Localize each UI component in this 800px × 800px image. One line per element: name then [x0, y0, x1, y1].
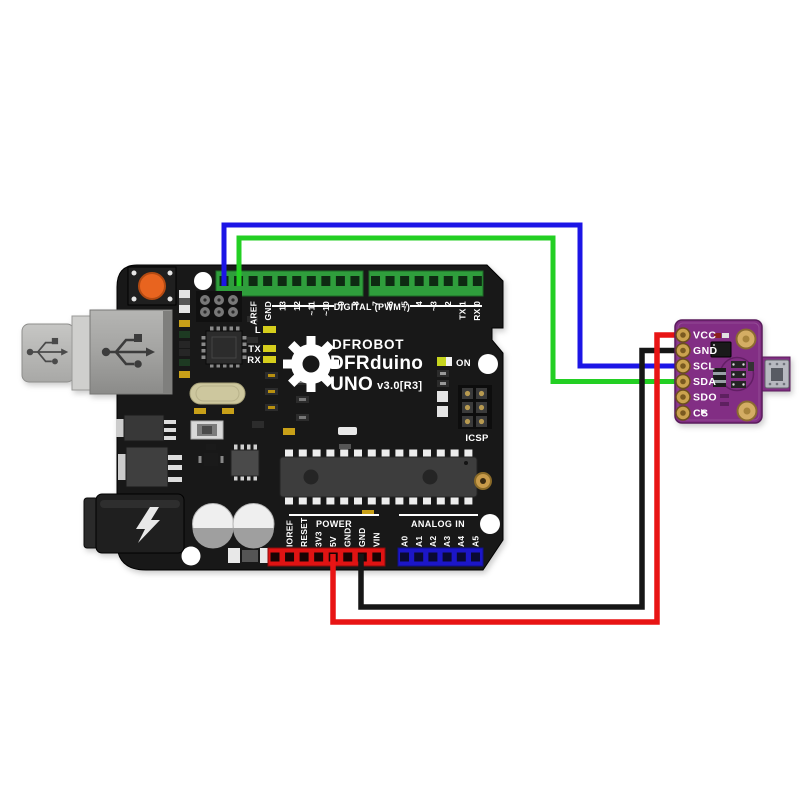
wire-green-sda	[236, 235, 678, 384]
digital-pin-label: GND	[263, 301, 273, 321]
analog-header	[397, 547, 484, 567]
sensor-smd-components	[701, 333, 755, 415]
digital-pin-label: 13	[278, 301, 288, 311]
power-pin-label: GND	[343, 528, 353, 548]
usb-plug-collar	[71, 315, 93, 391]
power-jack	[83, 493, 185, 554]
smd-near-icsp	[437, 370, 449, 417]
rx-led	[263, 356, 276, 363]
digital-pin-label: ~3	[429, 301, 439, 311]
led-label-l: L	[255, 325, 261, 336]
analog-pin-label: A0	[400, 536, 410, 547]
digital-pin-labels: AREF GND 13 12 ~11 ~10 ~9 8 7 ~6 ~5 4 ~3…	[249, 301, 483, 325]
jumper-wires	[221, 222, 678, 625]
power-pin-label: RESET	[299, 517, 309, 547]
white-smd	[338, 427, 357, 435]
power-pin-label: GND	[357, 528, 367, 548]
digital-pin-label: ~5	[400, 301, 410, 311]
analog-pin-label: A4	[456, 536, 466, 547]
on-label: ON	[456, 358, 471, 369]
board-series: UNO v3.0[R3]	[330, 374, 422, 395]
digital-pin-label: 2	[443, 301, 453, 306]
sensor-pin-label-vcc: VCC	[693, 330, 716, 342]
tx-led	[263, 345, 276, 352]
digital-pin-label: ~10	[321, 301, 331, 316]
icsp-header	[458, 385, 492, 429]
analog-pin-label: A3	[442, 536, 452, 547]
sensor-pins	[675, 327, 691, 421]
sensor-pin-label-sdo: SDO	[693, 392, 717, 404]
board-series-name: UNO	[330, 374, 373, 395]
usb-socket-edge	[163, 311, 172, 393]
digital-pin-label: ~9	[336, 301, 346, 311]
gold-via-hole	[480, 478, 486, 484]
analog-pin-label: A5	[471, 536, 481, 547]
wire-black-gnd	[358, 347, 678, 610]
smd-components-left	[179, 290, 190, 378]
sensor-pin-label-cs: CS	[693, 408, 708, 420]
sensor-pin-label-scl: SCL	[693, 361, 715, 373]
voltage-regulator-large	[118, 446, 182, 488]
digital-pin-label: 4	[414, 301, 424, 306]
wire-red-5v	[330, 332, 678, 625]
smd-pad-columns	[265, 372, 309, 435]
digital-pin-label: 7	[371, 301, 381, 306]
wire-blue-scl	[221, 222, 678, 369]
sensor-pin-label-sda: SDA	[693, 376, 716, 388]
board-revision: v3.0[R3]	[377, 380, 422, 392]
gray-smd	[339, 444, 351, 449]
usb-trident-icon	[101, 334, 155, 368]
analog-pin-label: A2	[428, 536, 438, 547]
sensor-module: VCC GND SCL SDA SDO CS	[674, 319, 791, 424]
power-pin-label: VIN	[372, 532, 382, 547]
voltage-regulator-small	[116, 414, 176, 442]
power-pin-label: IOREF	[285, 520, 295, 547]
analog-pin-label: A1	[414, 536, 424, 547]
dfrobot-gear-logo	[283, 336, 339, 392]
power-section-label: POWER	[316, 519, 352, 529]
icsp-label: ICSP	[465, 433, 489, 444]
analog-section-label: ANALOG IN	[411, 519, 465, 529]
sensor-mount-hole-bottom-center	[743, 407, 751, 415]
digital-pin-label: AREF	[249, 301, 259, 325]
digital-pin-label: ~11	[307, 301, 317, 316]
sensor-pin-label-gnd: GND	[693, 345, 718, 357]
sensor-chip	[764, 359, 790, 389]
power-pin-labels: IOREF RESET 3V3 5V GND GND VIN A0 A1 A2 …	[285, 517, 481, 547]
power-header	[267, 547, 386, 567]
smd-cluster	[190, 420, 224, 466]
soic8-chip	[230, 444, 260, 481]
dip-chip	[279, 449, 478, 505]
mounting-holes	[181, 272, 500, 566]
status-leds: L TX RX	[247, 316, 276, 366]
crystal-oscillator	[189, 382, 264, 428]
digital-pin-label: ~6	[385, 301, 395, 311]
led-label-tx: TX	[248, 344, 261, 355]
led-label-rx: RX	[247, 355, 261, 366]
l-led	[263, 326, 276, 333]
board-brand: DFROBOT	[332, 337, 404, 352]
digital-pin-label: 12	[292, 301, 302, 311]
sensor-mount-hole-top-center	[742, 335, 750, 343]
sensor-pin-labels: VCC GND SCL SDA SDO CS	[693, 330, 718, 420]
power-pin-label: 3V3	[314, 531, 324, 547]
digital-header	[215, 270, 484, 297]
digital-pin-label: 8	[351, 301, 361, 306]
power-on-led	[437, 357, 452, 366]
digital-pin-label: TX 1	[458, 301, 468, 320]
lightning-bolt-icon	[136, 507, 160, 543]
board-model: DFRduino	[330, 353, 423, 374]
digital-pin-label: RX 0	[472, 301, 482, 321]
arduino-board: L TX RX	[21, 264, 504, 571]
usb-connector	[21, 309, 173, 395]
digital-section-label: DIGITAL (PWM~)	[334, 302, 411, 312]
usb-plug-trident-icon	[26, 337, 69, 365]
power-pin-label: 5V	[328, 536, 338, 547]
usb-icsp-header	[196, 291, 242, 322]
capacitors	[192, 503, 275, 549]
qfp-chip	[201, 326, 247, 368]
reset-button	[127, 266, 177, 306]
